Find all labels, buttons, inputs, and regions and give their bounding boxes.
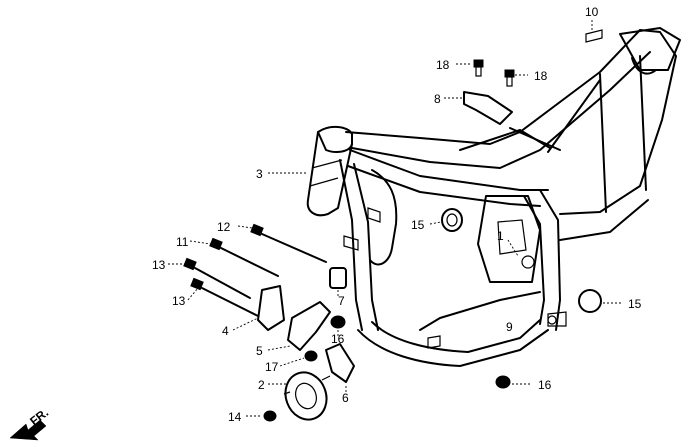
callout-4: 4: [222, 324, 229, 338]
callout-16-left: 16: [331, 332, 345, 346]
callout-1: 1: [497, 229, 504, 243]
part-13-long-bolt-lower: [190, 277, 259, 317]
part-14-nut: [263, 410, 277, 422]
part-15-cap-right: [578, 289, 602, 313]
part-6-bracket: [325, 343, 355, 383]
callout-15-right: 15: [628, 297, 642, 311]
frame-body: [306, 27, 681, 367]
callout-13-lower: 13: [172, 294, 186, 308]
part-18-bolt-right: [504, 69, 515, 87]
callout-9: 9: [506, 320, 513, 334]
callout-12: 12: [217, 220, 231, 234]
callout-16-lower: 16: [538, 378, 552, 392]
part-16-nut-left: [330, 315, 346, 329]
part-2-horn: [283, 371, 331, 421]
part-5-bracket: [287, 301, 331, 351]
callout-2: 2: [258, 378, 265, 392]
callout-7: 7: [338, 294, 345, 308]
callout-5: 5: [256, 344, 263, 358]
part-13-long-bolt-upper: [183, 257, 251, 299]
part-16-nut-lower: [495, 375, 511, 389]
callout-13-upper: 13: [152, 258, 166, 272]
direction-label: FR.: [27, 405, 51, 428]
callout-11: 11: [176, 235, 189, 249]
callout-3: 3: [256, 167, 263, 181]
callout-8: 8: [434, 92, 441, 106]
part-15-cap-upper: [441, 208, 463, 232]
callout-18-left: 18: [436, 58, 450, 72]
callout-10: 10: [585, 5, 599, 19]
callout-labels: 10 18 18 8 3 15 1 12 11 13 13 7 15 4 16 …: [152, 5, 642, 424]
callout-18-right: 18: [534, 69, 548, 83]
part-11-long-bolt: [209, 237, 279, 277]
part-8-bracket: [463, 91, 513, 125]
callout-17: 17: [265, 360, 279, 374]
part-10-plate: [585, 29, 603, 43]
callout-6: 6: [342, 391, 349, 405]
part-12-long-bolt: [250, 223, 327, 263]
leader-lines: [168, 20, 622, 417]
part-18-bolt-left: [473, 59, 484, 77]
front-direction-arrow: FR.: [9, 405, 51, 441]
callout-15-upper: 15: [411, 218, 425, 232]
part-17-nut: [304, 350, 318, 362]
part-7-collar: [329, 267, 347, 289]
callout-14: 14: [228, 410, 242, 424]
part-4-plate: [257, 285, 285, 331]
